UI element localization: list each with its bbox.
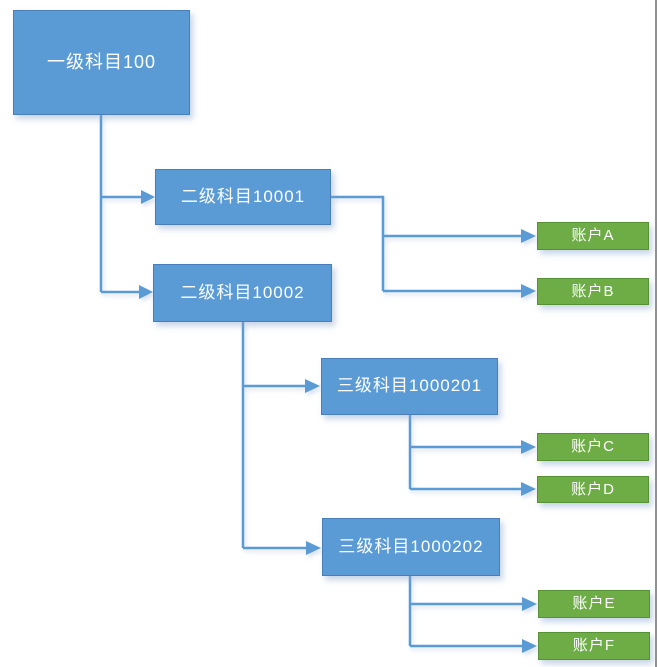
arrow-right-icon xyxy=(521,229,536,243)
arrow-right-icon xyxy=(522,639,537,653)
node-label: 账户F xyxy=(572,637,616,654)
node-label: 账户B xyxy=(571,282,615,300)
node-account-f: 账户F xyxy=(538,632,650,660)
arrow-right-icon xyxy=(521,284,536,298)
node-label: 账户C xyxy=(571,438,615,455)
node-account-a: 账户A xyxy=(537,222,649,250)
connector-level1-to-level2 xyxy=(99,115,155,299)
node-level3-1000201: 三级科目1000201 xyxy=(321,358,498,415)
connector-1000201-to-accounts-cd xyxy=(408,415,536,496)
node-level3-1000202: 三级科目1000202 xyxy=(322,518,500,576)
arrow-right-icon xyxy=(521,440,536,454)
node-label: 账户D xyxy=(571,480,615,498)
node-account-c: 账户C xyxy=(537,433,649,461)
arrow-right-icon xyxy=(141,190,155,204)
node-level2-10001: 二级科目10001 xyxy=(155,169,331,225)
connector-10001-to-accounts-ab xyxy=(331,195,536,298)
window-edge-border xyxy=(655,0,657,667)
arrow-right-icon xyxy=(305,379,320,393)
arrow-right-icon xyxy=(306,541,321,555)
node-level1-100: 一级科目100 xyxy=(13,10,190,115)
arrow-right-icon xyxy=(521,482,536,496)
node-label: 账户E xyxy=(572,595,616,612)
node-label: 二级科目10002 xyxy=(180,282,305,302)
node-label: 三级科目1000202 xyxy=(338,536,484,556)
connector-10002-to-level3 xyxy=(241,322,321,555)
node-label: 一级科目100 xyxy=(46,51,157,72)
node-label: 二级科目10001 xyxy=(180,186,306,206)
node-label: 三级科目1000201 xyxy=(336,376,483,396)
node-account-d: 账户D xyxy=(537,476,649,503)
node-account-b: 账户B xyxy=(537,278,649,305)
arrow-right-icon xyxy=(522,597,537,611)
node-account-e: 账户E xyxy=(538,590,650,618)
node-level2-10002: 二级科目10002 xyxy=(153,264,332,322)
connector-1000202-to-accounts-ef xyxy=(408,576,537,653)
arrow-right-icon xyxy=(139,285,153,299)
node-label: 账户A xyxy=(571,227,615,244)
